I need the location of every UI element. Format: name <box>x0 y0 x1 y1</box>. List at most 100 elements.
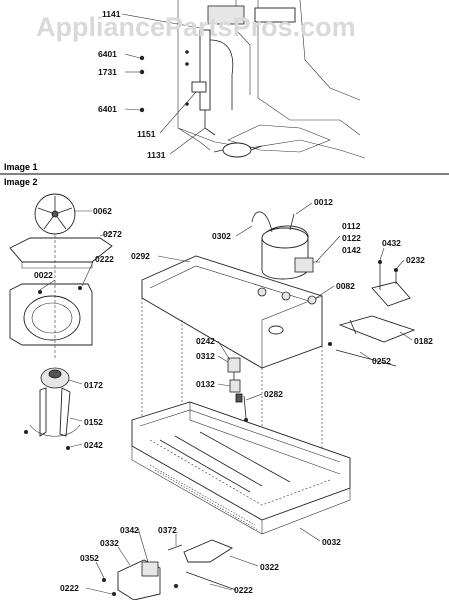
grommet-b <box>281 291 291 301</box>
label-0222-a: 0222 <box>95 254 114 264</box>
bracket-1151 <box>191 81 207 93</box>
leader-0082 <box>315 285 335 299</box>
label-1151: 1151 <box>137 129 156 139</box>
compressor-tube-2 <box>289 213 295 231</box>
fan-ring-inner <box>31 302 73 334</box>
label-0312: 0312 <box>196 351 215 361</box>
cabinet-edge <box>177 0 211 151</box>
label-0372: 0372 <box>158 525 177 535</box>
screw-6401-a <box>139 55 145 61</box>
screw-0242-a <box>66 446 70 450</box>
leader-6401-b <box>124 108 141 111</box>
capillary-tube <box>209 39 234 110</box>
leader-0282 <box>245 393 263 401</box>
caption-image1: Image 1 <box>4 162 38 172</box>
leader-0252 <box>359 351 373 361</box>
grommet-0082 <box>307 295 317 305</box>
watermark-text: AppliancePartsPros.com <box>36 12 356 42</box>
component-0132 <box>229 379 241 393</box>
screw-0222-d <box>174 584 178 588</box>
defrost-drain <box>204 110 216 136</box>
label-0022: 0022 <box>34 270 53 280</box>
image2-labels: 0062 0272 0022 0222 0292 0302 0012 0112 … <box>34 197 433 595</box>
label-0282: 0282 <box>264 389 283 399</box>
link-0372 <box>167 544 183 551</box>
wire-0282 <box>243 395 247 419</box>
label-0292: 0292 <box>131 251 150 261</box>
leader-0432 <box>379 247 385 261</box>
leader-0222-d <box>209 583 233 591</box>
drain-pan-top <box>227 124 331 153</box>
bracket-strap <box>29 424 81 437</box>
cover-hole <box>268 325 284 335</box>
cabinet-wall <box>299 0 361 101</box>
image1-labels: 1141 6401 1731 6401 1151 1131 <box>98 9 166 160</box>
label-1131: 1131 <box>147 150 166 160</box>
heater-1131 <box>222 142 252 158</box>
hole-b <box>185 62 189 66</box>
label-0032: 0032 <box>322 537 341 547</box>
leader-0172 <box>68 379 83 385</box>
component-0322 <box>183 539 233 563</box>
label-0062: 0062 <box>93 206 112 216</box>
screw-0352 <box>102 578 106 582</box>
leader-1131 <box>169 127 206 155</box>
leader-0152 <box>69 417 83 422</box>
clip-0132 <box>235 393 243 403</box>
fan-ring <box>23 295 81 341</box>
leader-1141 <box>121 13 201 29</box>
label-0182: 0182 <box>414 336 433 346</box>
leader-0332 <box>117 546 131 566</box>
label-0122: 0122 <box>342 233 361 243</box>
top-component <box>207 5 245 25</box>
leader-0272 <box>99 231 113 237</box>
label-0272: 0272 <box>103 229 122 239</box>
label-0252: 0252 <box>372 356 391 366</box>
label-0222-c: 0222 <box>60 583 79 593</box>
screw-0432 <box>378 260 382 264</box>
label-0142: 0142 <box>342 245 361 255</box>
cover-inner-edge <box>149 265 313 303</box>
leader-0342 <box>137 527 149 563</box>
shroud-lip <box>21 262 93 269</box>
tube-0222-b <box>185 571 237 591</box>
compressor-tube <box>251 211 273 233</box>
label-6401-a: 6401 <box>98 49 117 59</box>
label-0302: 0302 <box>212 231 231 241</box>
leader-0012 <box>295 202 313 215</box>
cover-fold <box>261 295 323 368</box>
screw-0232 <box>394 268 398 272</box>
image2-drawing <box>9 193 416 600</box>
screw-0222-c <box>112 592 116 596</box>
screw-bracket-a <box>38 290 42 294</box>
motor-shaft <box>48 369 62 379</box>
leader-0022 <box>39 279 56 291</box>
relay-0122 <box>294 257 314 273</box>
relay-0342 <box>141 561 159 577</box>
grill-front-2 <box>154 469 259 531</box>
label-0172: 0172 <box>84 380 103 390</box>
screw-tube <box>328 342 332 346</box>
leader-0312 <box>217 355 229 363</box>
leader-6401-a <box>124 53 141 59</box>
leader-0182 <box>399 331 413 341</box>
label-0432: 0432 <box>382 238 401 248</box>
motor-bracket-left <box>39 387 47 437</box>
label-0112: 0112 <box>342 221 361 231</box>
leader-0242-b <box>69 443 83 448</box>
assembly-guides <box>141 298 323 480</box>
screw-6401-b <box>139 107 145 113</box>
label-1141: 1141 <box>102 9 121 19</box>
top-panel <box>254 7 296 23</box>
label-0342: 0342 <box>120 525 139 535</box>
label-0232: 0232 <box>406 255 425 265</box>
screw-0222-a <box>78 286 82 290</box>
image1-drawing <box>121 0 366 159</box>
label-0012: 0012 <box>314 197 333 207</box>
leader-0222-c <box>85 587 113 595</box>
tube-0252 <box>335 349 397 367</box>
leader-0222-a <box>81 261 94 287</box>
leader-0112 <box>315 235 341 263</box>
cabinet-base <box>177 127 366 159</box>
